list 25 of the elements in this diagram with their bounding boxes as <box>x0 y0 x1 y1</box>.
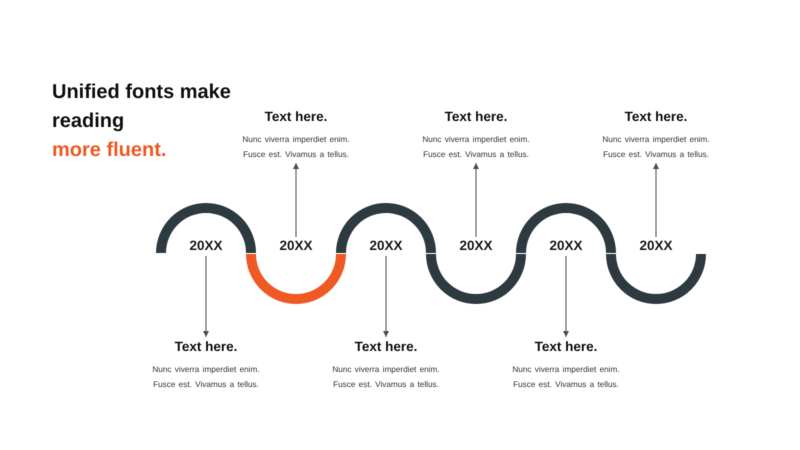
year-label: 20XX <box>459 238 493 254</box>
year-label: 20XX <box>639 238 673 254</box>
year-label: 20XX <box>369 238 403 254</box>
block-heading: Text here. <box>264 108 328 126</box>
arrow <box>203 256 209 338</box>
title-heading: Unified fonts make reading more fluent. <box>52 80 232 163</box>
year-label: 20XX <box>549 238 583 254</box>
block-heading: Text here. <box>624 108 688 126</box>
description-text: Nunc viverra imperdiet enim. Fusce est. Vivamus a tellus. <box>151 364 261 391</box>
block-heading: Text here. <box>354 338 418 356</box>
description-text: Nunc viverra imperdiet enim. Fusce est. Vivamus a tellus. <box>601 134 711 161</box>
block-heading: Text here. <box>174 338 238 356</box>
description-text: Nunc viverra imperdiet enim. Fusce est. Vivamus a tellus. <box>421 134 531 161</box>
block-heading: Text here. <box>444 108 508 126</box>
block-heading: Text here. <box>534 338 598 356</box>
arrow <box>653 162 659 238</box>
arrow <box>293 162 299 238</box>
description-text: Nunc viverra imperdiet enim. Fusce est. Vivamus a tellus. <box>331 364 441 391</box>
arrow <box>563 256 569 338</box>
description-text: Nunc viverra imperdiet enim. Fusce est. Vivamus a tellus. <box>241 134 351 161</box>
year-label: 20XX <box>279 238 313 254</box>
arrow <box>473 162 479 238</box>
year-label: 20XX <box>189 238 223 254</box>
description-text: Nunc viverra imperdiet enim. Fusce est. Vivamus a tellus. <box>511 364 621 391</box>
arrow <box>383 256 389 338</box>
